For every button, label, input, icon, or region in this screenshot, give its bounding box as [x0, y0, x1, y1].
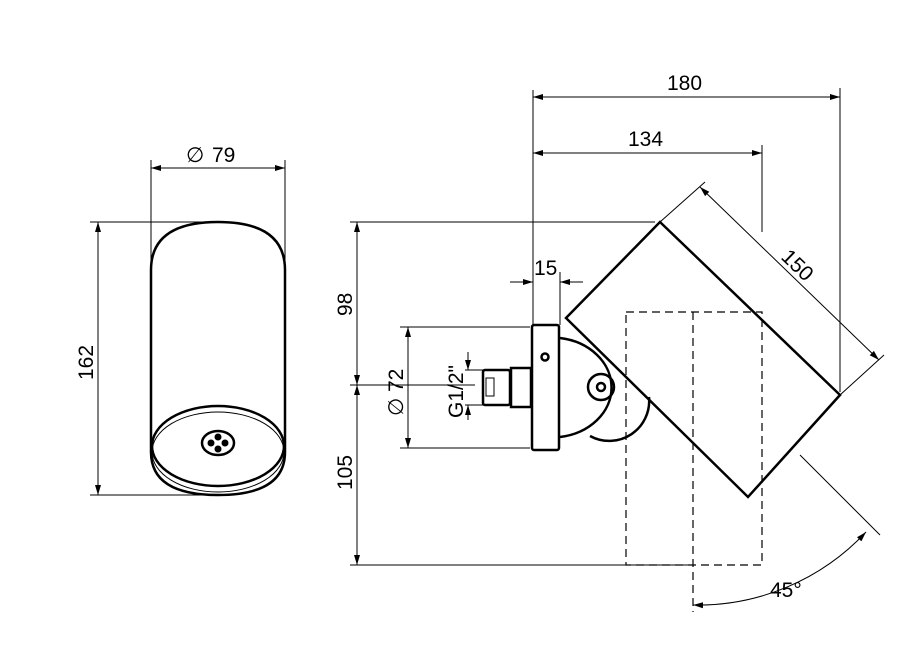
dim-length-150: 150 [777, 245, 818, 286]
dim-diameter-79: 79 [212, 144, 235, 167]
diameter-symbol: ∅ [186, 144, 204, 167]
threaded-connector [481, 368, 512, 407]
dim-total-180: 180 [667, 72, 702, 95]
dim-angle-45: 45° [770, 579, 802, 602]
dim-depth-15: 15 [534, 257, 557, 280]
pivot [586, 372, 616, 402]
dim-lower-105: 105 [334, 455, 357, 490]
diameter-symbol-72: ∅ [385, 398, 408, 416]
spray-nozzle-icon [200, 429, 236, 457]
dim-projection-134: 134 [628, 128, 663, 151]
wall-flange [530, 323, 561, 452]
nozzle-face [150, 404, 286, 488]
cylinder-body [149, 220, 287, 497]
dim-upper-98: 98 [334, 293, 357, 316]
swivel-joint [559, 336, 613, 439]
side-view: 98 105 ∅ 72 G1/2" 15 134 [334, 72, 885, 612]
dim-thread-g12: G1/2" [445, 365, 468, 418]
dim-height-162: 162 [75, 345, 98, 380]
front-view: ∅ 79 162 [75, 144, 287, 497]
nut [509, 366, 533, 409]
dim-diameter-72: 72 [385, 369, 408, 392]
vertical-position-outline [625, 311, 763, 566]
